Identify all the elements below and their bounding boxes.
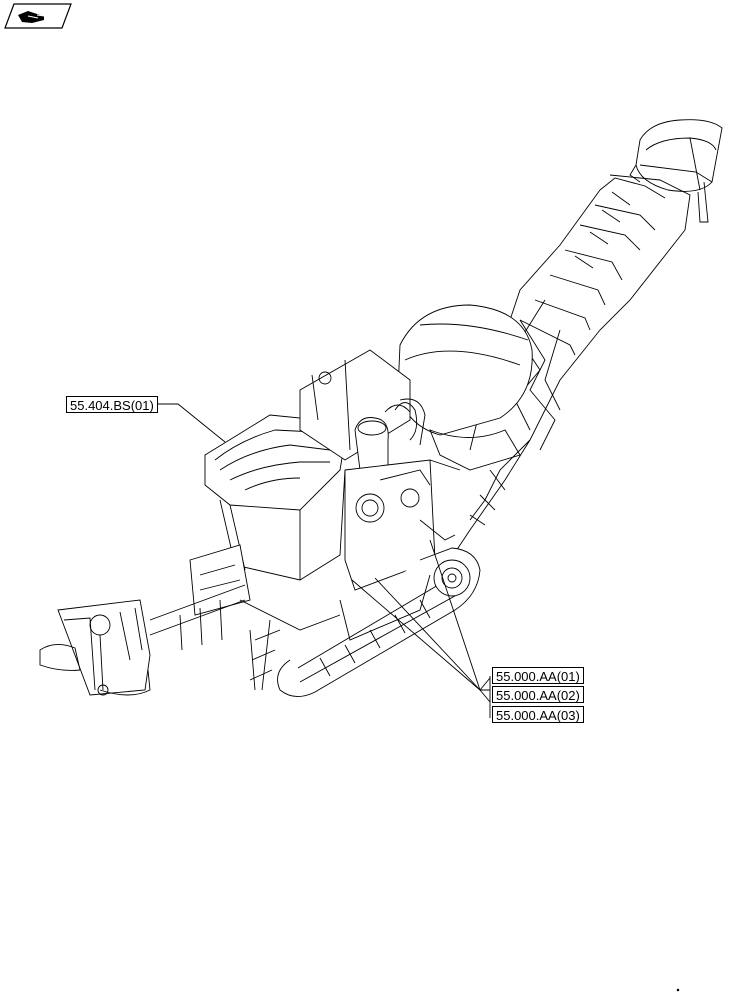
elevator-hood bbox=[629, 119, 723, 223]
crawler-track bbox=[249, 547, 481, 697]
crop-divider bbox=[39, 599, 151, 696]
callout-label-55-000-aa-01[interactable]: 55.000.AA(01) bbox=[492, 667, 584, 684]
base-cutter-frame bbox=[149, 544, 341, 651]
engine-assembly bbox=[299, 349, 461, 591]
elevator-boom bbox=[449, 174, 691, 561]
page-back-icon[interactable] bbox=[4, 3, 72, 29]
hand-pointer-icon bbox=[18, 11, 45, 23]
hose-detail bbox=[384, 402, 456, 541]
callout-label-55-000-aa-03[interactable]: 55.000.AA(03) bbox=[492, 706, 584, 723]
callout-leaders bbox=[153, 403, 491, 718]
callout-label-55-000-aa-02[interactable]: 55.000.AA(02) bbox=[492, 686, 584, 703]
operator-cab bbox=[204, 414, 346, 581]
callout-label-55-404-bs-01[interactable]: 55.404.BS(01) bbox=[66, 396, 158, 413]
extractor-dome bbox=[397, 304, 533, 471]
footer-dot bbox=[676, 988, 680, 992]
